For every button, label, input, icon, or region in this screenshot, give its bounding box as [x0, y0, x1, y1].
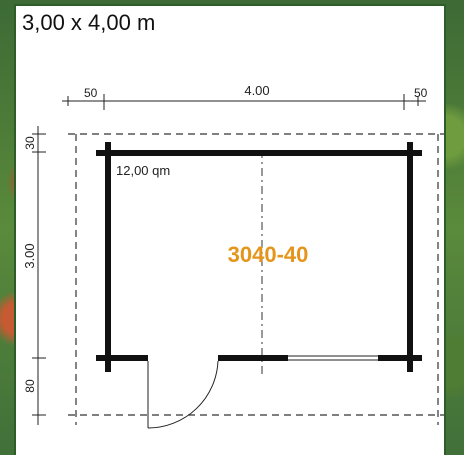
top-dimension: [62, 94, 426, 110]
walls: [96, 142, 422, 372]
model-code: 3040-40: [228, 242, 309, 267]
door: [147, 360, 219, 429]
dim-side-bottom: 80: [23, 379, 37, 393]
dim-top-left: 50: [84, 86, 98, 100]
plan-card: [14, 4, 446, 455]
dim-top-right: 50: [414, 86, 428, 100]
side-dimension: [32, 126, 46, 425]
dim-side-top: 30: [23, 136, 37, 150]
area-label: 12,00 qm: [116, 163, 170, 178]
roof-outline: [68, 133, 444, 425]
dim-top-center: 4.00: [244, 83, 269, 98]
front-window: [288, 355, 378, 361]
dim-side-mid: 3.00: [22, 243, 37, 268]
plan-title: 3,00 x 4,00 m: [22, 10, 156, 35]
